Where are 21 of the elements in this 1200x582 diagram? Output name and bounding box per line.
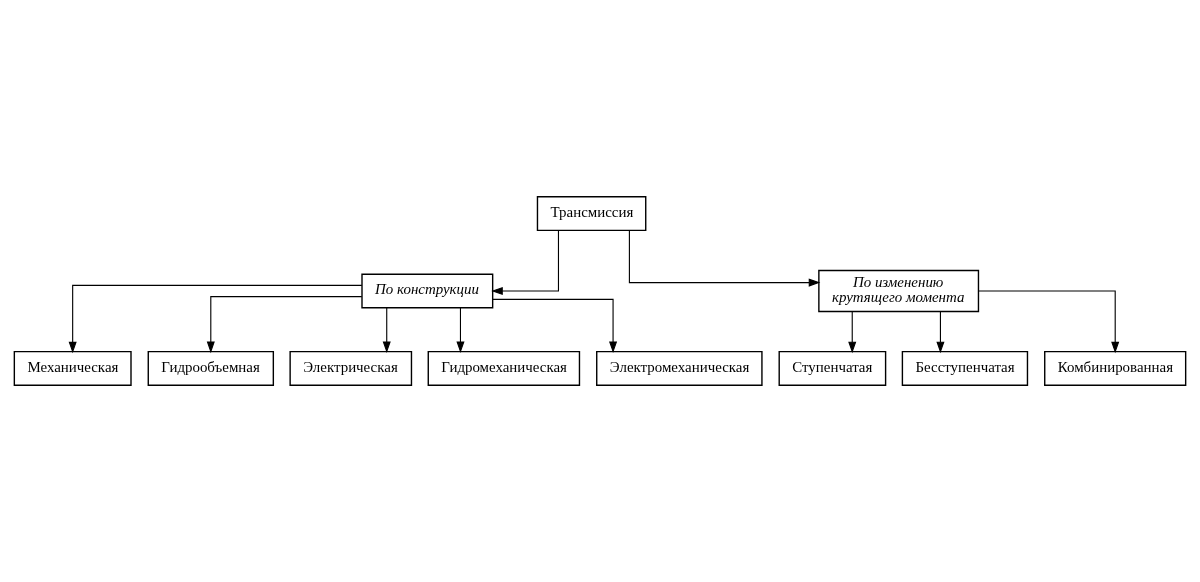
arrow (68, 284, 363, 354)
arrow (978, 290, 1120, 354)
node-box: Ступенчатая (778, 350, 887, 386)
node-box: Механическая (13, 350, 132, 386)
node-box: Трансмиссия (536, 196, 647, 232)
arrow (848, 311, 857, 354)
node-box: Бесступенчатая (901, 350, 1029, 386)
arrow (382, 307, 391, 354)
arrow (491, 229, 560, 296)
node-box: Электромеханическая (596, 350, 763, 386)
node-box: Гидромеханическая (427, 350, 581, 386)
node-box: По изменению крутящего момента (818, 269, 980, 313)
node-box: По конструкции (361, 273, 494, 309)
arrow (936, 311, 945, 354)
arrow (206, 296, 363, 354)
node-box: Электрическая (289, 350, 413, 386)
arrow (492, 298, 618, 354)
node-box: Комбинированная (1044, 350, 1187, 386)
node-box: Гидрообъемная (147, 350, 275, 386)
arrow (628, 230, 821, 287)
arrow (456, 307, 465, 354)
